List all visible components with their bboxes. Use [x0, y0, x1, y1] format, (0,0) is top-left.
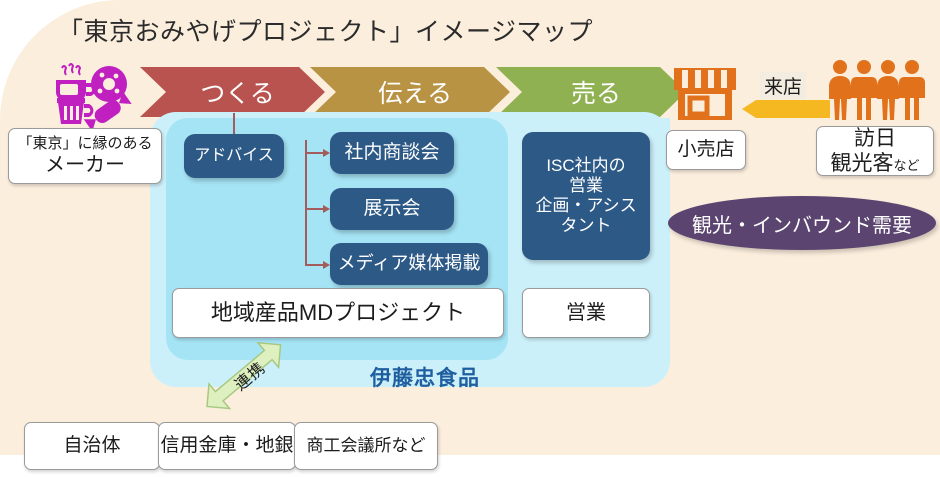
activity-label-2: 展示会 [363, 197, 421, 219]
maker-box[interactable]: 「東京」に縁のある メーカー [8, 128, 162, 184]
retail-store-label: 小売店 [677, 138, 735, 160]
activity-label-3: メディア媒体掲載 [337, 253, 481, 274]
tourist-line2-main: 観光客 [830, 152, 894, 175]
connector-tree-trunk [305, 140, 307, 266]
partner-label-2: 信用金庫・地銀 [160, 434, 294, 456]
chevron-make[interactable]: つくる [140, 67, 325, 117]
md-project-box[interactable]: 地域産品MDプロジェクト [172, 288, 504, 338]
partner-label-1: 自治体 [63, 434, 121, 456]
advice-box-label: アドバイス [194, 146, 274, 164]
tourist-line1: 訪日 [854, 126, 896, 150]
sales-box-label: 営業 [566, 302, 606, 324]
chevron-tell[interactable]: 伝える [310, 67, 510, 117]
chevron-sell-label: 売る [570, 80, 621, 108]
isc-line1: ISC社内の [546, 155, 626, 175]
retail-store-box[interactable]: 小売店 [666, 130, 746, 170]
partner-box-shinkin[interactable]: 信用金庫・地銀 [158, 422, 296, 470]
chevron-sell[interactable]: 売る [496, 67, 686, 117]
activity-box-shodankai[interactable]: 社内商談会 [330, 132, 454, 174]
activity-label-1: 社内商談会 [344, 141, 440, 163]
maker-box-line2: メーカー [45, 154, 125, 176]
advice-box[interactable]: アドバイス [184, 134, 284, 178]
chevron-make-label: つくる [200, 80, 275, 108]
connector-branch-1 [305, 152, 325, 154]
double-arrow-icon [195, 340, 310, 435]
partner-box-jichitai[interactable]: 自治体 [24, 422, 160, 470]
tourist-suffix: など [893, 158, 920, 173]
isc-box[interactable]: ISC社内の 営業 企画・アシス タント [522, 132, 650, 260]
connector-make-to-advice [233, 113, 235, 141]
storefront-icon [670, 62, 740, 124]
activity-box-media[interactable]: メディア媒体掲載 [330, 243, 488, 285]
sweets-drinks-icon [48, 58, 134, 132]
tourist-box[interactable]: 訪日 観光客など [816, 126, 934, 176]
partner-label-3: 商工会議所など [306, 435, 426, 455]
partner-box-shokokaigisho[interactable]: 商工会議所など [294, 422, 438, 470]
connector-branch-3 [305, 264, 325, 266]
tourist-line2: 観光客など [830, 151, 919, 176]
activity-box-tenjikai[interactable]: 展示会 [330, 188, 454, 230]
isc-line2: 営業 [569, 175, 603, 195]
isc-line3: 企画・アシス [535, 196, 637, 215]
maker-box-line1: 「東京」に縁のある [17, 135, 153, 152]
page-title: 「東京おみやげプロジェクト」イメージマップ [58, 18, 594, 46]
arrowhead-icon-2 [323, 205, 330, 213]
isc-line4: タント [560, 216, 612, 236]
demand-label: 観光・インバウンド需要 [692, 214, 912, 237]
arrowhead-icon-1 [323, 149, 330, 157]
md-project-label: 地域産品MDプロジェクト [210, 299, 466, 325]
chevron-tell-label: 伝える [377, 80, 453, 108]
visit-label: 来店 [760, 72, 807, 99]
left-arrow-icon [742, 100, 830, 118]
connector-branch-2 [305, 208, 325, 210]
arrowhead-icon-3 [323, 261, 330, 269]
people-group-icon [826, 58, 926, 122]
demand-ellipse[interactable]: 観光・インバウンド需要 [668, 196, 936, 250]
itochu-brand-label: 伊藤忠食品 [370, 367, 480, 390]
sales-box[interactable]: 営業 [522, 288, 650, 338]
